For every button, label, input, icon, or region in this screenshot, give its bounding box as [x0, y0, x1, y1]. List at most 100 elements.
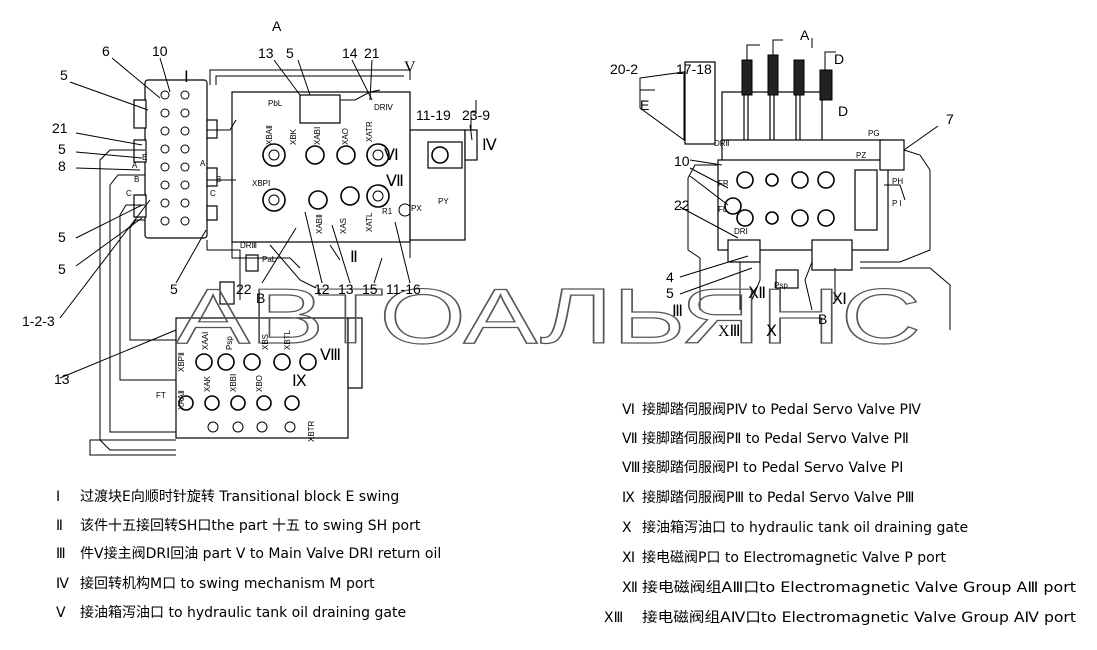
callout: 5 — [58, 261, 66, 277]
left-view-labels: A 6 10 13 5 14 21 V 5 21 5 8 5 5 1-2-3 1… — [22, 18, 490, 400]
legend-item-text: 件Ⅴ接主阀DRⅠ回油 part Ⅴ to Main Valve DRⅠ retu… — [80, 545, 441, 562]
port-label: P I — [892, 199, 902, 208]
roman-label: Ⅳ — [482, 137, 497, 154]
legend-item: Ⅹ — [622, 520, 632, 536]
port-label: XBTR — [307, 420, 316, 442]
legend-item-text: 接回转机构M口 to swing mechanism M port — [80, 575, 375, 592]
legend-item-text: 接油箱泻油口 to hydraulic tank oil draining ga… — [80, 604, 406, 621]
legend-item-text: 接脚踏伺服阀PⅣ to Pedal Servo Valve PⅣ — [642, 401, 921, 418]
legend-item: Ⅵ — [622, 402, 635, 418]
roman-label: XⅢ — [718, 323, 741, 340]
callout: 8 — [58, 158, 66, 174]
roman-label: Ⅱ — [350, 249, 358, 266]
port-label: XATL — [365, 212, 374, 232]
block-20-2 — [684, 61, 716, 145]
legend-item: Ⅶ — [622, 431, 638, 447]
port-label: FT — [156, 391, 166, 400]
pbl-block — [299, 94, 341, 124]
right-view — [639, 38, 951, 330]
roman-label: Ⅵ — [384, 147, 399, 164]
legend-item: Ⅰ — [56, 489, 60, 505]
callout: E — [640, 97, 649, 113]
roman-label: Ⅷ — [320, 347, 341, 364]
callout: 7 — [946, 111, 954, 127]
legend-item: XⅢ — [604, 610, 623, 626]
callout: 20-2 — [610, 61, 638, 77]
view-label: A — [272, 18, 282, 34]
callout: 5 — [58, 229, 66, 245]
legend-item-text: 接脚踏伺服阀PⅠ to Pedal Servo Valve PⅠ — [642, 459, 903, 476]
port-label: PZ — [856, 151, 866, 160]
callout: 17-18 — [676, 61, 712, 77]
callout: 23-9 — [462, 107, 490, 123]
port-label: XAAⅡ — [177, 390, 186, 410]
callout: 11-16 — [386, 281, 421, 297]
left-piping — [89, 69, 411, 456]
port-label: XAAⅠ — [201, 332, 210, 350]
callout: 5 — [58, 141, 66, 157]
port-label: DRⅣ — [374, 103, 394, 112]
main-valve-ports — [262, 143, 427, 217]
port-label: PG — [868, 129, 880, 138]
legend-item-text: 接油箱泻油口 to hydraulic tank oil draining ga… — [642, 519, 968, 536]
legend-item-text: 接电磁阀P口 to Electromagnetic Valve P port — [642, 549, 946, 566]
port-label: Psp — [774, 281, 788, 290]
callout: 5 — [286, 45, 294, 61]
pedal-valve-ports — [178, 353, 317, 433]
right-view-labels: A 20-2 17-18 E D D 7 10 22 4 5 B X PG PZ… — [610, 27, 954, 327]
legend-item: Ⅻ — [622, 580, 638, 596]
port-label: XABⅡ — [315, 214, 324, 234]
port-label: B — [216, 175, 221, 184]
port-label: XBS — [261, 334, 270, 350]
port-label: XBO — [255, 375, 264, 392]
callout: 13 — [54, 371, 70, 387]
port-label: XBPⅡ — [177, 352, 186, 372]
port-label: XABⅠ — [313, 127, 322, 145]
legend-item: Ⅳ — [56, 576, 69, 592]
solenoid-valve-group — [721, 39, 836, 148]
port-label: Psp — [225, 336, 234, 350]
legend-item-text: 接电磁阀组AⅣ口to Electromagnetic Valve Group A… — [642, 609, 1077, 626]
legend-item-text: 过渡块E向顺时针旋转 Transitional block E swing — [80, 489, 399, 505]
view-label: A — [800, 27, 810, 43]
port-label: PY — [438, 197, 449, 206]
legend-item-text: 接脚踏伺服阀PⅢ to Pedal Servo Valve PⅢ — [642, 489, 914, 506]
pedal-servo-valve-block — [175, 317, 349, 439]
port-label: DRⅠ — [734, 227, 748, 236]
callout: 5 — [170, 281, 178, 297]
port-label: FR — [718, 179, 729, 188]
legend-left: Ⅰ 过渡块E向顺时针旋转 Transitional block E swing … — [56, 489, 441, 621]
port-label: E — [142, 153, 147, 162]
port-label: XBAⅡ — [265, 125, 274, 145]
left-port-labels: XBAⅡ XBK XABⅠ XAO XATR XBPⅠ XABⅡ XAS XAT… — [177, 121, 374, 442]
port-label: XAS — [339, 218, 348, 234]
left-view — [59, 57, 478, 456]
callout: B — [818, 311, 827, 327]
callout: V — [404, 59, 416, 76]
port-label: PbL — [268, 99, 283, 108]
legend-item: Ⅲ — [56, 546, 66, 562]
legend-item: Ⅷ — [622, 460, 640, 476]
port-label: XBK — [289, 128, 298, 145]
port-label: C — [210, 189, 216, 198]
callout: D — [834, 51, 844, 67]
callout: 10 — [152, 43, 168, 59]
callout: 4 — [666, 269, 674, 285]
port-label: DRⅢ — [240, 241, 257, 250]
callout: 21 — [364, 45, 380, 61]
port-label: XBPⅠ — [252, 179, 270, 188]
callout: 14 — [342, 45, 358, 61]
callout: D — [838, 103, 848, 119]
callout: 11-19 — [416, 107, 451, 123]
legend-item: Ⅴ — [56, 605, 66, 621]
port-label: DRⅡ — [714, 139, 730, 148]
right-ports — [724, 169, 878, 231]
port-label: XAO — [341, 128, 350, 145]
watermark: АВТОАЛЬЯНС — [176, 272, 921, 360]
callout: 5 — [60, 67, 68, 83]
roman-label: Ⅰ — [184, 69, 189, 86]
port-label: FL — [718, 205, 728, 214]
right-piping — [687, 149, 951, 330]
callout: 12 — [314, 281, 330, 297]
